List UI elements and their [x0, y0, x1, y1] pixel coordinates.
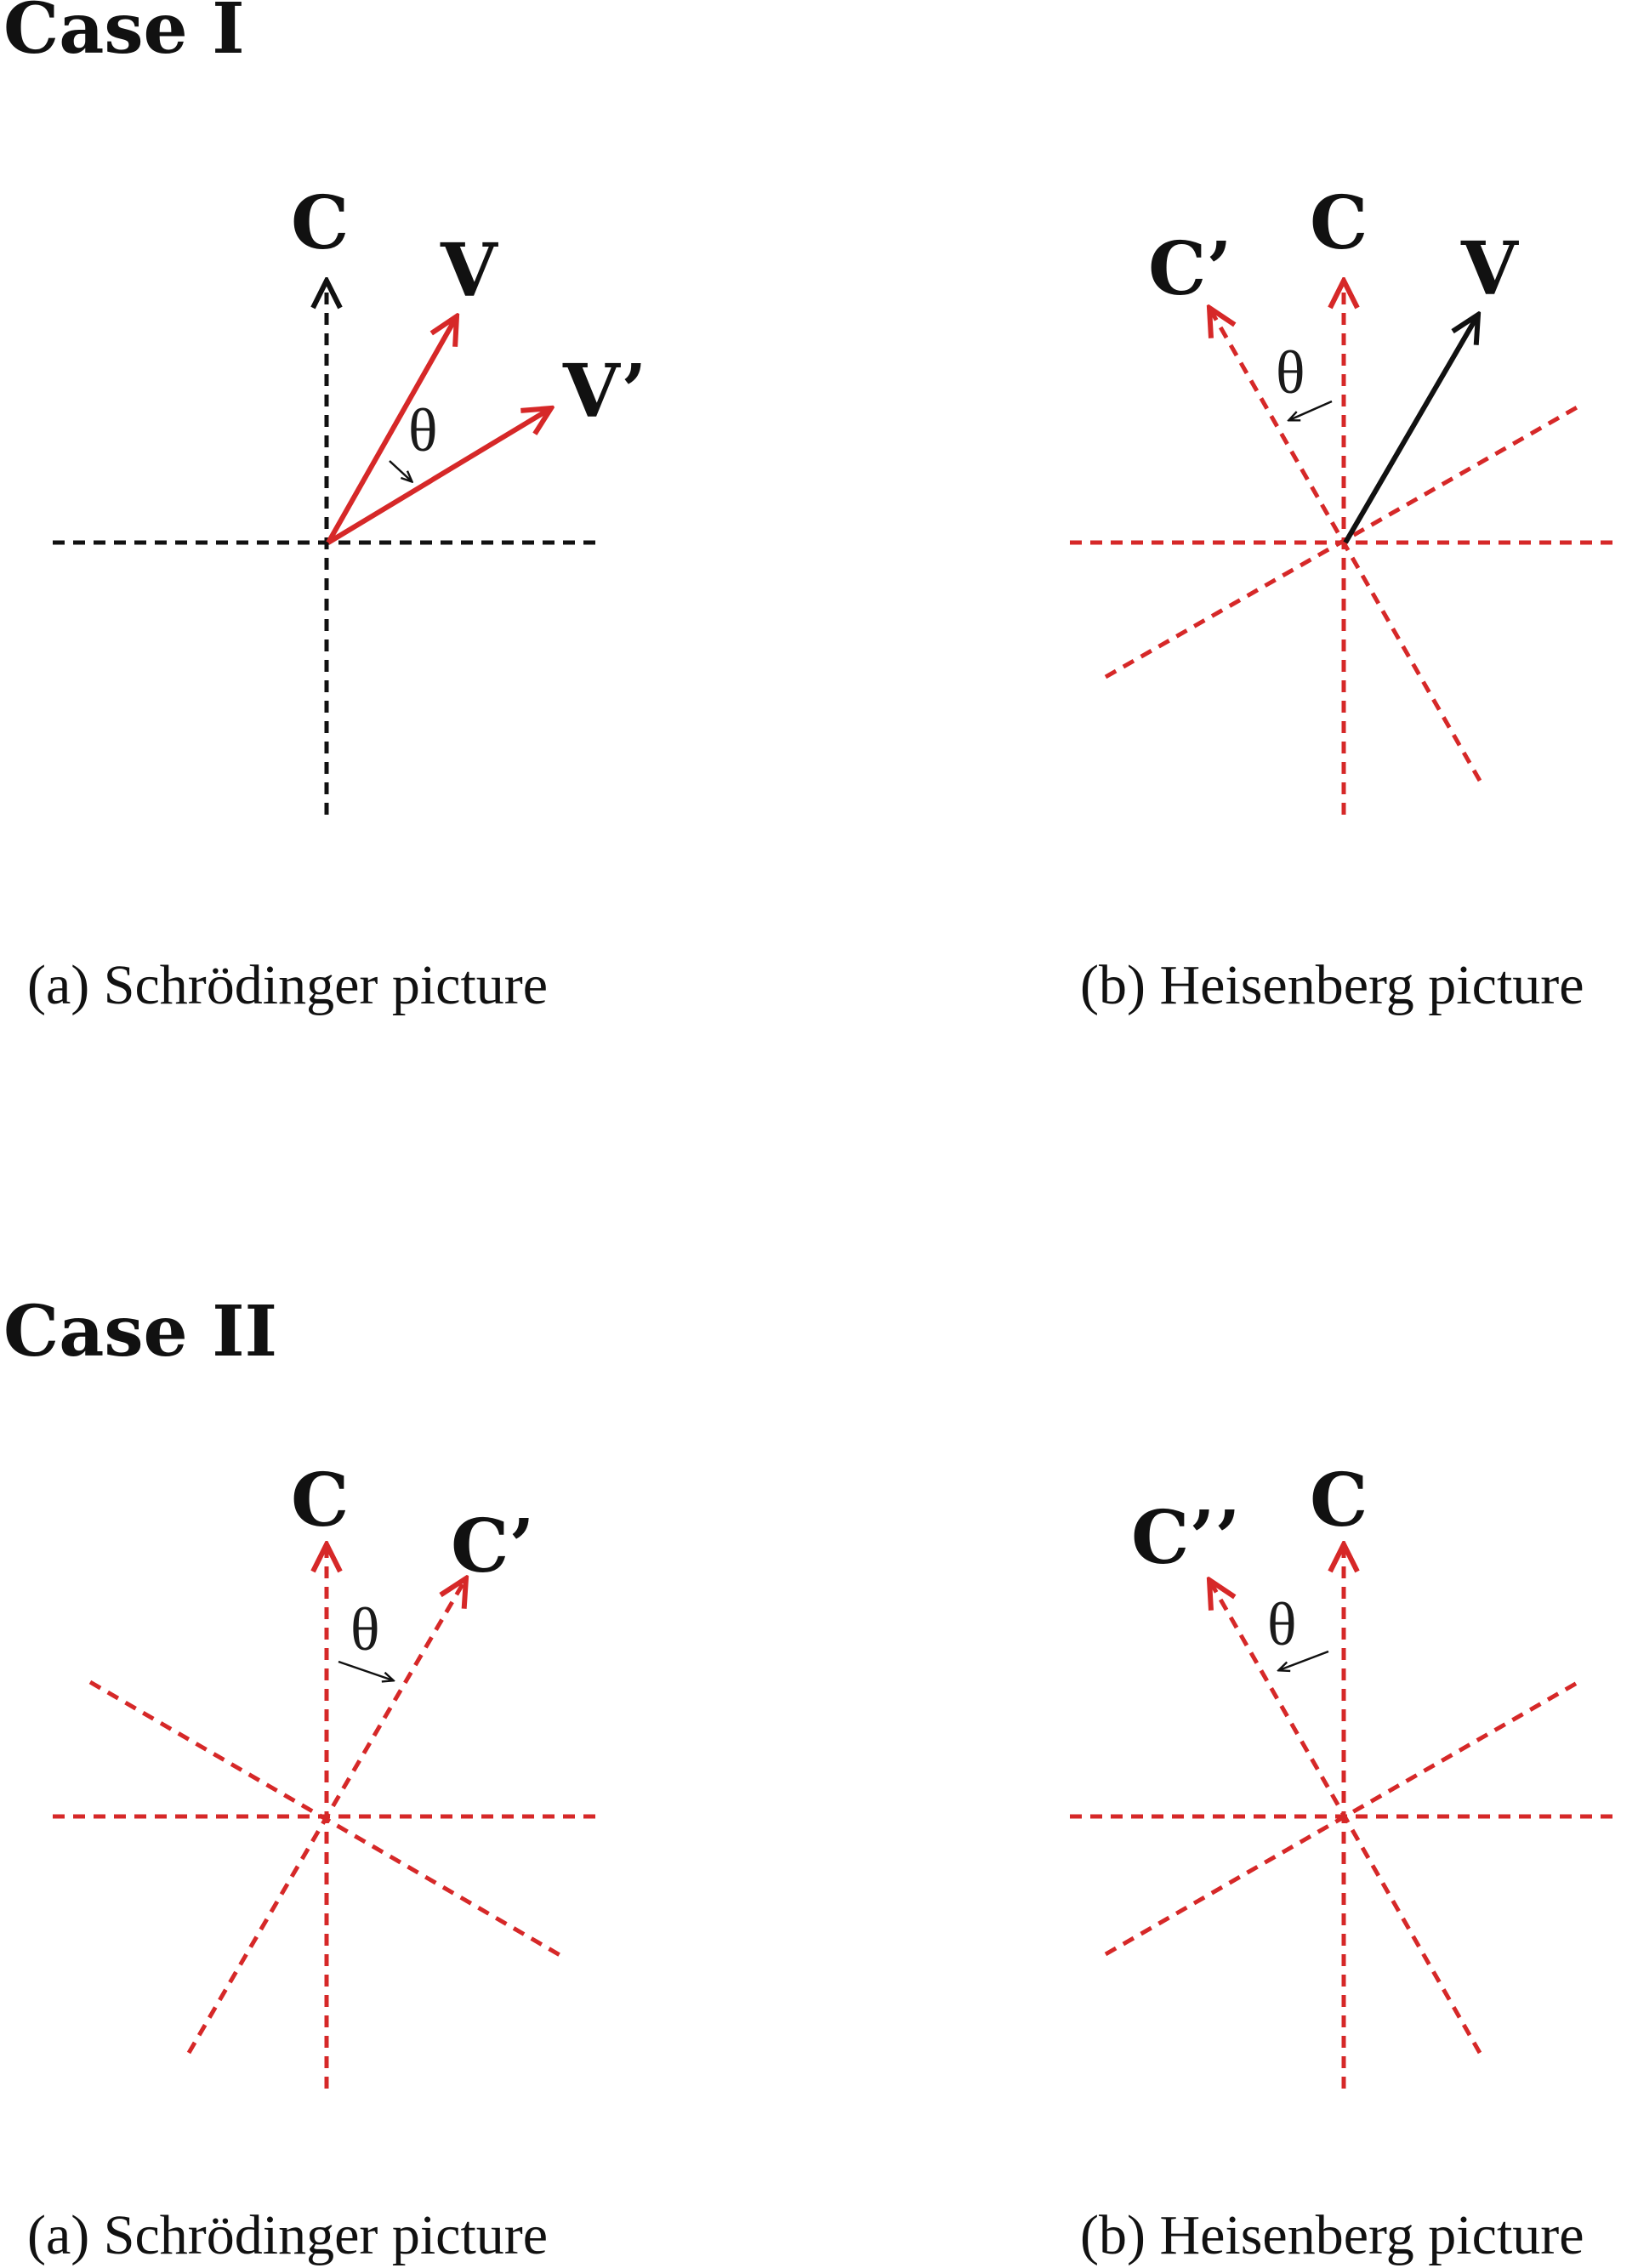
angle-arrow [1279, 1650, 1329, 1670]
vector-label-v: V [440, 228, 498, 314]
axis-label-c-prime: C’ [1148, 226, 1231, 312]
angle-label-theta: θ [1267, 1590, 1297, 1658]
case-1-title: Case I [3, 0, 245, 70]
caption-case1-a: (a) Schrödinger picture [27, 954, 548, 1016]
axis-label-c-prime: C’ [451, 1503, 534, 1589]
vector-v [1343, 315, 1478, 544]
vector-v-prime [327, 408, 551, 545]
angle-arrow [338, 1660, 393, 1680]
caption-case2-b: (b) Heisenberg picture [1080, 2204, 1584, 2266]
caption-case1-b: (b) Heisenberg picture [1080, 954, 1584, 1016]
panel-case2-heisenberg: C C’’ θ (b) Heisenberg picture [1070, 1458, 1616, 2266]
panel-case2-schrodinger: C C’ θ (a) Schrödinger picture [27, 1458, 595, 2266]
angle-arrow [389, 460, 412, 481]
panel-case1-heisenberg: C C’ V θ (b) Heisenberg picture [1070, 180, 1616, 1016]
panel-case1-schrodinger: C V V’ θ (a) Schrödinger picture [27, 180, 646, 1016]
vector-v [326, 316, 457, 544]
axis-label-c: C [291, 1458, 349, 1543]
caption-case2-a: (a) Schrödinger picture [27, 2204, 548, 2266]
axis-label-c: C [291, 180, 349, 266]
c-prime-axis-dashed [1209, 308, 1482, 782]
axis-label-c-double-prime: C’’ [1131, 1495, 1240, 1581]
vector-label-v-prime: V’ [562, 349, 646, 435]
angle-label-theta: θ [350, 1595, 380, 1663]
vector-label-v: V [1460, 226, 1519, 312]
axis-label-c: C [1310, 180, 1368, 266]
case-2-title: Case II [3, 1291, 277, 1373]
c-double-prime-axis-dashed [1209, 1580, 1482, 2055]
angle-label-theta: θ [408, 396, 438, 464]
angle-arrow [1289, 400, 1333, 420]
c-prime-axis-dashed [186, 1578, 466, 2055]
axis-label-c: C [1310, 1458, 1368, 1543]
angle-label-theta: θ [1276, 338, 1305, 406]
